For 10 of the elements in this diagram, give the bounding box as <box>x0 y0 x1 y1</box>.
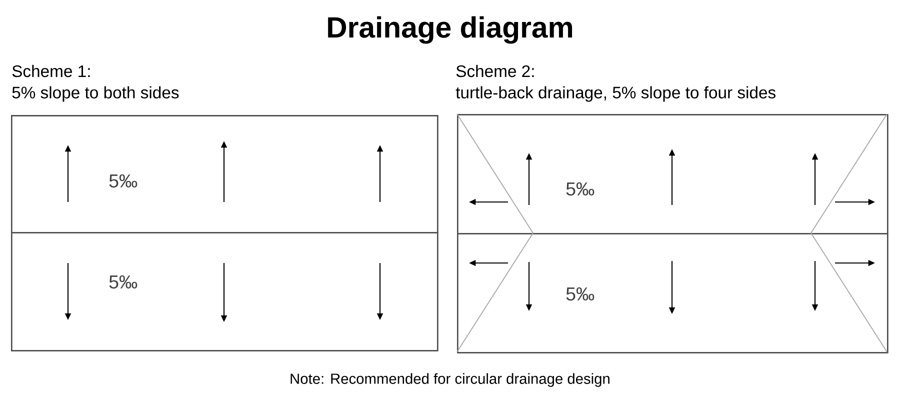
scheme-heading: Scheme 1: <box>12 64 90 78</box>
scheme-description: 5% slope to both sides <box>12 86 179 102</box>
slope-label: 5‰ <box>566 287 594 301</box>
scheme-description: turtle-back drainage, 5% slope to four sides <box>456 86 776 102</box>
slope-label: 5‰ <box>566 182 594 196</box>
caption: Note: Recommended for circular drainage design <box>290 373 610 387</box>
slope-label: 5‰ <box>109 174 138 188</box>
scheme-heading: Scheme 2: <box>456 64 534 78</box>
slope-label: 5‰ <box>109 275 138 289</box>
title: Drainage diagram <box>328 16 572 44</box>
